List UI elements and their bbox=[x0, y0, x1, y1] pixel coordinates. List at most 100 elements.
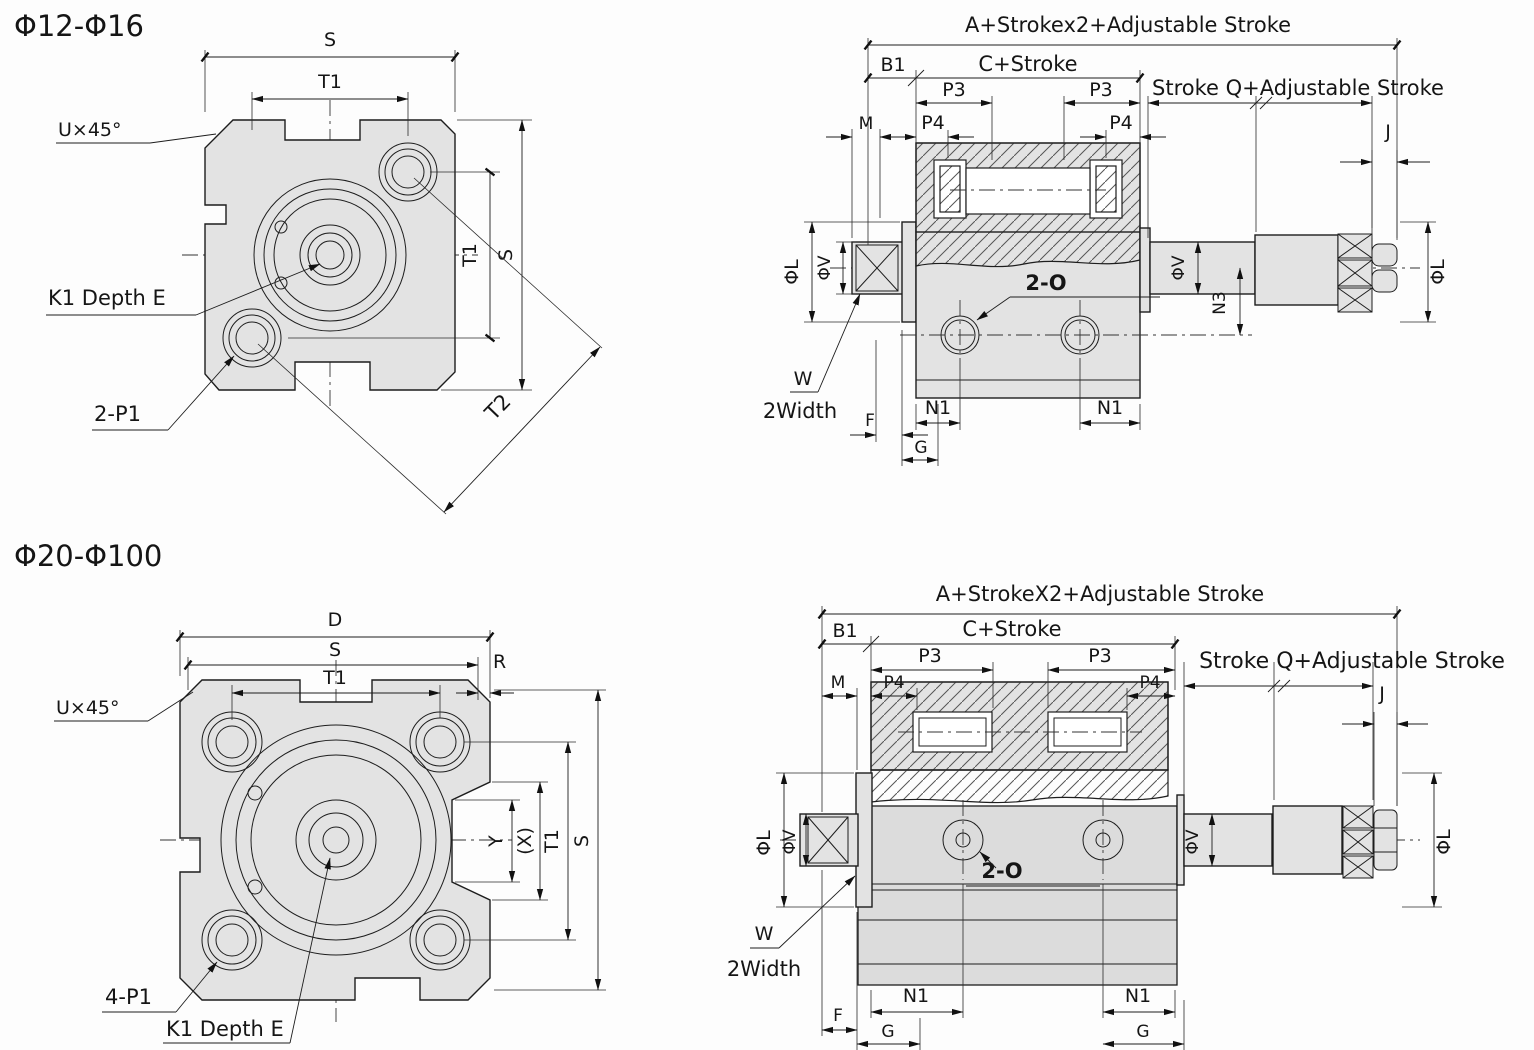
dim-label-t1-right: T1 bbox=[541, 829, 563, 854]
dim-r: R bbox=[456, 651, 514, 697]
leader-label-2width: 2Width bbox=[763, 399, 837, 423]
leader-wrench-width: W 2Width bbox=[727, 875, 856, 981]
dim-label-j: J bbox=[1378, 683, 1385, 705]
rod-right-assembly bbox=[1139, 227, 1398, 313]
dim-p3-row: P3 P3 bbox=[870, 645, 1176, 708]
dim-label-m: M bbox=[859, 114, 874, 134]
dim-a-overall: A+StrokeX2+Adjustable Stroke bbox=[822, 582, 1397, 812]
dim-stroke-q: Stroke Q+Adjustable Stroke bbox=[1147, 76, 1444, 238]
leader-chamfer: U×45° bbox=[56, 119, 217, 144]
ports bbox=[900, 300, 1252, 370]
front-flange-plate bbox=[901, 221, 917, 323]
dim-b1-c: B1 C+Stroke bbox=[868, 52, 1140, 150]
rod-left bbox=[799, 813, 859, 867]
leader-2p1: 2-P1 bbox=[92, 355, 235, 431]
dim-m-p4-row: M P4 P4 bbox=[821, 673, 1176, 770]
dim-label-x: (X) bbox=[514, 827, 536, 855]
dim-j: J bbox=[1340, 121, 1430, 238]
dim-label-stroke-q: Stroke Q+Adjustable Stroke bbox=[1199, 649, 1505, 674]
leader-4p1: 4-P1 bbox=[102, 961, 218, 1013]
dim-n1-row: N1 N1 bbox=[870, 884, 1176, 1018]
dim-label-y: Y bbox=[485, 835, 507, 848]
dim-label-phi-l-right: ΦL bbox=[1433, 829, 1455, 855]
dim-label-phi-v-left: ΦV bbox=[780, 829, 800, 854]
dim-label-b1: B1 bbox=[832, 620, 857, 642]
view-large-bore-front: Φ20-Φ100 bbox=[14, 539, 606, 1044]
dim-t1-right: T1 bbox=[464, 741, 576, 941]
dim-label-d: D bbox=[328, 609, 343, 631]
view-title: Φ20-Φ100 bbox=[14, 539, 162, 573]
dim-label-r: R bbox=[493, 651, 506, 673]
dim-label-n1-left: N1 bbox=[925, 397, 951, 419]
dim-label-g-right: G bbox=[1136, 1022, 1149, 1042]
dim-label-j: J bbox=[1384, 121, 1391, 143]
leader-k1-depth: K1 Depth E bbox=[163, 857, 331, 1044]
dim-label-s: S bbox=[324, 29, 336, 51]
dim-t1-right: T1 bbox=[288, 172, 500, 338]
dim-label-t1: T1 bbox=[317, 71, 342, 93]
dim-label-p3-left: P3 bbox=[942, 79, 966, 101]
cylinder-body bbox=[915, 142, 1141, 399]
rod-right-assembly bbox=[1176, 794, 1398, 886]
flange-body bbox=[179, 679, 491, 1001]
dim-label-p4-left: P4 bbox=[921, 112, 945, 134]
dim-n1-row: N1 N1 bbox=[915, 370, 1141, 430]
dim-stroke-q: Stroke Q+Adjustable Stroke bbox=[1183, 649, 1505, 800]
dim-label-phi-v-right: ΦV bbox=[1183, 829, 1203, 854]
leader-ports: 2-O bbox=[966, 851, 1100, 887]
dim-label-s-right: S bbox=[495, 249, 517, 261]
view-large-bore-side: A+StrokeX2+Adjustable Stroke B1 C+Stroke… bbox=[727, 582, 1505, 1050]
leader-label-u45: U×45° bbox=[56, 697, 120, 719]
dim-phi-l-right: ΦL bbox=[1402, 772, 1455, 908]
leader-chamfer: U×45° bbox=[54, 691, 194, 722]
dim-label-t1: T1 bbox=[322, 667, 347, 689]
dim-label-n1-right: N1 bbox=[1097, 397, 1123, 419]
dim-m-p4-row: M P4 P4 bbox=[826, 112, 1166, 238]
leader-label-k1: K1 Depth E bbox=[48, 286, 166, 310]
section-band bbox=[870, 769, 1169, 804]
dim-j: J bbox=[1342, 683, 1428, 806]
dim-label-p4-right: P4 bbox=[1109, 112, 1133, 134]
dim-label-p4-left: P4 bbox=[883, 673, 904, 693]
leader-label-2o: 2-O bbox=[981, 859, 1022, 883]
dim-label-n1-left: N1 bbox=[903, 985, 929, 1007]
dim-label-stroke-q: Stroke Q+Adjustable Stroke bbox=[1152, 76, 1444, 100]
dim-phi-v-right: ΦV bbox=[1169, 241, 1202, 295]
dim-label-phi-v-left: ΦV bbox=[815, 255, 835, 280]
leader-label-w: W bbox=[794, 368, 813, 390]
dim-phi-v-right: ΦV bbox=[1183, 813, 1216, 867]
dim-label-g-left: G bbox=[881, 1022, 894, 1042]
dim-label-t1-right: T1 bbox=[459, 243, 481, 268]
dim-t1-top: T1 bbox=[231, 667, 441, 720]
leader-label-w: W bbox=[755, 923, 774, 945]
dim-label-s-right: S bbox=[571, 835, 593, 847]
dim-t1-top: T1 bbox=[251, 71, 409, 136]
leader-label-2width: 2Width bbox=[727, 957, 801, 981]
dim-label-g: G bbox=[914, 438, 927, 458]
dim-s-right: S bbox=[494, 689, 606, 991]
view-title: Φ12-Φ16 bbox=[14, 9, 144, 43]
leader-label-u45: U×45° bbox=[58, 119, 122, 141]
dim-n3: N3 bbox=[1210, 267, 1244, 336]
view-small-bore-front: Φ12-Φ16 S bbox=[14, 9, 603, 515]
dim-label-n1-right: N1 bbox=[1125, 985, 1151, 1007]
dim-label-phi-l-left: ΦL bbox=[753, 830, 775, 856]
dim-a-overall: A+Strokex2+Adjustable Stroke bbox=[868, 13, 1397, 245]
dim-label-a: A+StrokeX2+Adjustable Stroke bbox=[936, 582, 1264, 606]
leader-ports: 2-O bbox=[976, 271, 1160, 321]
leader-label-2p1: 2-P1 bbox=[94, 402, 141, 426]
dim-label-s: S bbox=[329, 639, 341, 661]
dim-phi-l-left: ΦL bbox=[753, 772, 854, 908]
dim-label-n3: N3 bbox=[1210, 291, 1230, 315]
dim-y: Y bbox=[455, 799, 520, 883]
view-small-bore-side: A+Strokex2+Adjustable Stroke B1 C+Stroke… bbox=[763, 13, 1449, 466]
leader-label-k1: K1 Depth E bbox=[166, 1017, 284, 1041]
dim-label-c: C+Stroke bbox=[978, 52, 1077, 76]
dim-phi-l-right: ΦL bbox=[1400, 221, 1449, 323]
dim-label-t2: T2 bbox=[480, 389, 516, 425]
dim-label-f: F bbox=[865, 411, 875, 431]
dim-phi-l-left: ΦL bbox=[781, 221, 900, 323]
ports bbox=[942, 800, 1124, 880]
